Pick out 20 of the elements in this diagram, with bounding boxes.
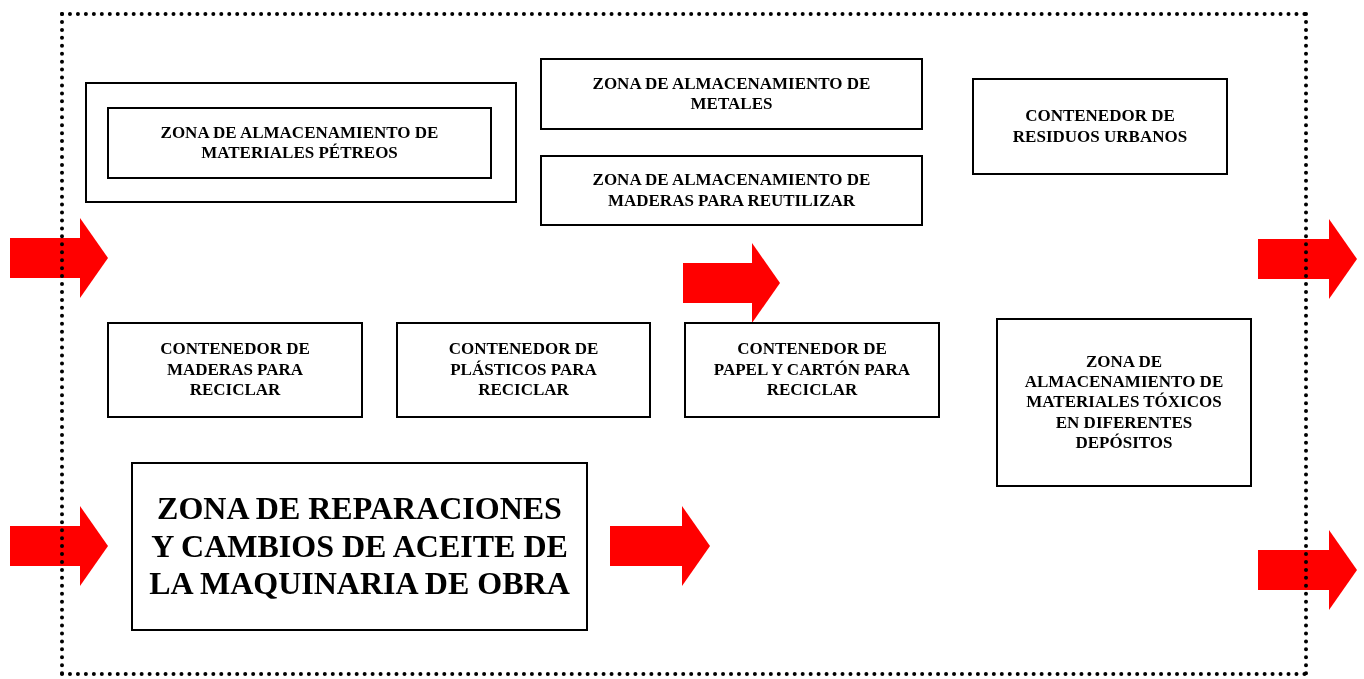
zone-label: CONTENEDOR DE RESIDUOS URBANOS [1011,106,1189,147]
zone-label: ZONA DE ALMACENAMIENTO DE MATERIALES TÓXICOS EN DIFERENTES DEPÓSITOS [1023,351,1225,454]
zone-box [540,155,923,226]
zone-label: CONTENEDOR DE PLÁSTICOS PARA RECICLAR [447,339,600,401]
zone-box [107,322,363,418]
zone-box [540,58,923,130]
zone-box [996,318,1252,487]
zone-label: CONTENEDOR DE PAPEL Y CARTÓN PARA RECICLAR [712,339,912,401]
zone-box [131,462,588,631]
zone-box [396,322,651,418]
zone-box [972,78,1228,175]
zone-label: ZONA DE ALMACENAMIENTO DE MATERIALES PÉTREOS [159,122,440,164]
zone-label: CONTENEDOR DE MADERAS PARA RECICLAR [159,339,311,401]
zone-box [107,107,492,179]
outer-box [85,82,517,203]
zone-label: ZONA DE REPARACIONES Y CAMBIOS DE ACEITE DE LA MAQUINARIA DE OBRA [148,489,571,604]
zone-label: ZONA DE ALMACENAMIENTO DE MADERAS PARA REUTILIZAR [591,170,872,211]
zone-box [684,322,940,418]
site-boundary [60,12,1308,676]
zone-label: ZONA DE ALMACENAMIENTO DE METALES [591,73,872,115]
